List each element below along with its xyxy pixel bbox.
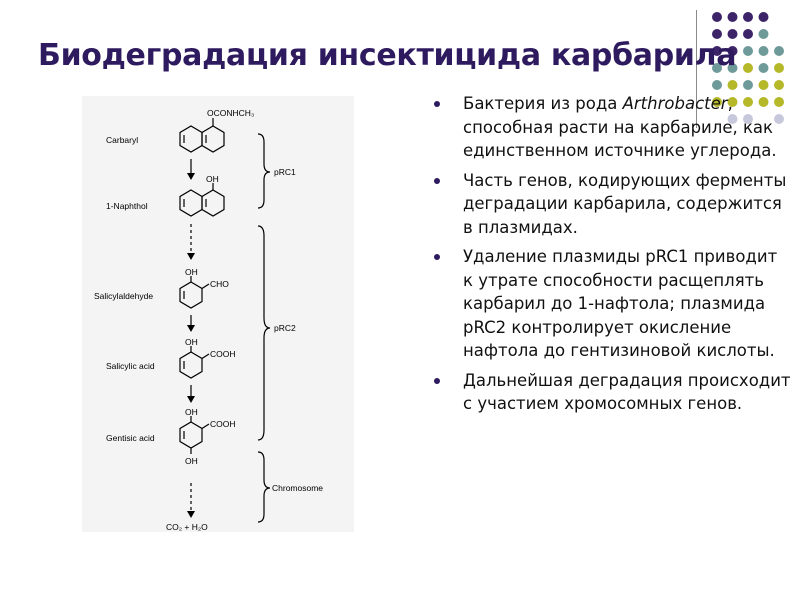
- slide-title: Биодеградация инсектицида карбарила: [38, 38, 737, 73]
- group-oh-naphthol: OH: [206, 174, 219, 184]
- decorative-dot: [712, 46, 722, 56]
- decorative-dot: [727, 80, 738, 90]
- bullet-item: Дальнейшая деградация происходит с участ…: [432, 369, 792, 416]
- group-oh-salicylic: OH: [185, 337, 198, 347]
- label-carbaryl: Carbaryl: [106, 135, 138, 145]
- label-salicylic-acid: Salicylic acid: [106, 361, 155, 371]
- salicylaldehyde-structure: [179, 276, 210, 309]
- decorative-dot: [758, 29, 769, 39]
- decorative-dot: [712, 80, 722, 90]
- bracket-prc2: [257, 225, 271, 441]
- pathway-figure: Carbaryl 1-Naphthol Salicylaldehyde Sali…: [82, 96, 354, 532]
- bracket-prc1: [257, 133, 271, 209]
- decorative-dot: [727, 29, 738, 39]
- decorative-dot: [727, 63, 738, 73]
- decorative-dot: [758, 97, 769, 107]
- decorative-vertical-rule: [696, 10, 697, 128]
- decorative-dot: [758, 80, 769, 90]
- decorative-dot: [743, 80, 753, 90]
- label-naphthol: 1-Naphthol: [106, 201, 148, 211]
- bullet-item: Часть генов, кодирующих ферменты деграда…: [432, 169, 792, 240]
- carbaryl-structure: [179, 118, 225, 153]
- decorative-dot: [774, 97, 784, 107]
- decorative-dot: [743, 97, 753, 107]
- label-product: CO₂ + H₂O: [166, 522, 208, 532]
- group-cooh-salicylic: COOH: [210, 349, 236, 359]
- decorative-dot: [712, 29, 722, 39]
- bullet-dot: [434, 177, 440, 184]
- label-chromosome: Chromosome: [272, 483, 323, 493]
- pathway-diagram: Carbaryl 1-Naphthol Salicylaldehyde Sali…: [94, 108, 323, 532]
- bullet-item: Удаление плазмиды pRC1 приводит к утрате…: [432, 245, 792, 363]
- group-oconhch3: OCONHCH₃: [207, 108, 254, 118]
- decorative-dot: [712, 63, 722, 73]
- decorative-dot: [727, 114, 738, 124]
- decorative-dot: [727, 46, 738, 56]
- decorative-dot: [758, 63, 769, 73]
- decorative-dot: [743, 46, 753, 56]
- label-gentisic-acid: Gentisic acid: [106, 433, 155, 443]
- decorative-dot: [743, 114, 753, 124]
- bullet-dot: [434, 254, 440, 260]
- decorative-dot: [712, 12, 722, 22]
- decorative-dot: [743, 12, 753, 22]
- decorative-dot: [743, 29, 753, 39]
- decorative-dot: [774, 63, 784, 73]
- decorative-dot-grid: [712, 12, 784, 124]
- decorative-dot: [758, 12, 769, 22]
- decorative-dot: [774, 46, 784, 56]
- decorative-dot: [712, 97, 722, 107]
- group-oh-gentisic-top: OH: [185, 407, 198, 417]
- bullet-item: Бактерия из рода Arthrobacter, способная…: [432, 92, 792, 163]
- decorative-dot: [743, 63, 753, 73]
- group-cooh-gentisic: COOH: [210, 419, 236, 429]
- decorative-dot: [727, 97, 738, 107]
- label-prc1: pRC1: [274, 167, 296, 177]
- group-cho: CHO: [210, 279, 229, 289]
- decorative-dot: [727, 12, 738, 22]
- bullet-dot: [434, 377, 440, 384]
- naphthol-structure: [179, 183, 225, 217]
- label-salicylaldehyde: Salicylaldehyde: [94, 291, 153, 301]
- label-prc2: pRC2: [274, 323, 296, 333]
- decorative-dot: [774, 114, 784, 124]
- group-oh-aldehyde: OH: [185, 267, 198, 277]
- group-oh-gentisic-bottom: OH: [185, 456, 198, 466]
- bullet-dot: [434, 101, 440, 107]
- salicylic-acid-structure: [179, 346, 210, 379]
- bracket-chromosome: [257, 451, 271, 523]
- bullet-list: Бактерия из рода Arthrobacter, способная…: [432, 92, 792, 422]
- decorative-dot: [774, 80, 784, 90]
- gentisic-acid-structure: [179, 416, 210, 454]
- decorative-dot: [758, 46, 769, 56]
